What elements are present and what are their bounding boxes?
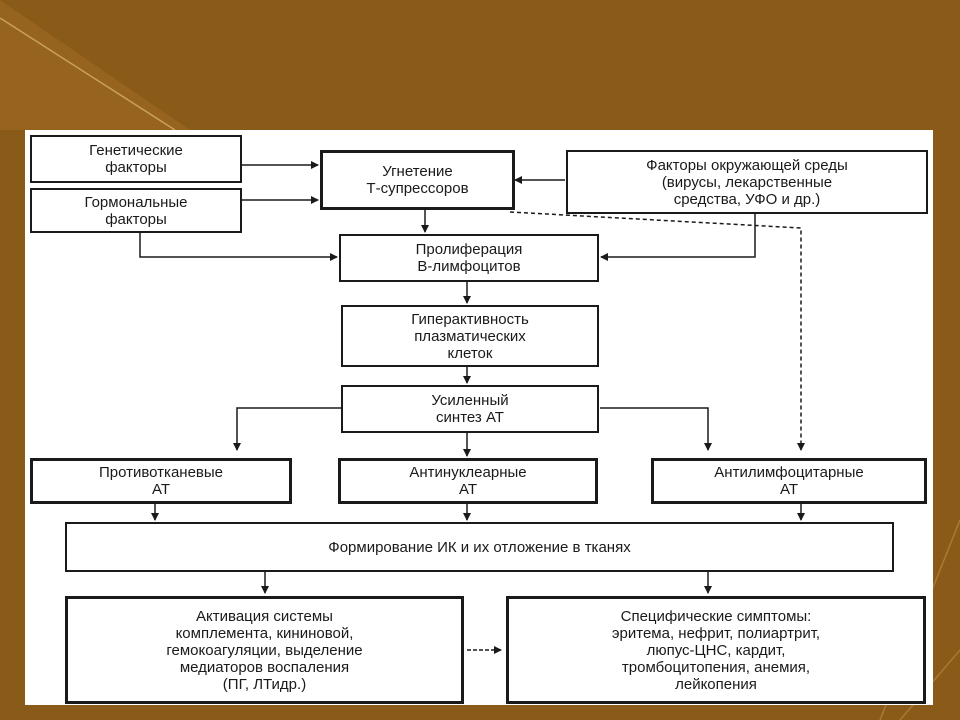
- antitissue-antibodies-box: Противотканевые АТ: [30, 458, 292, 504]
- genetic-factors-box: Генетические факторы: [30, 135, 242, 183]
- antilymphocytic-antibodies-box: Антилимфоцитарные АТ: [651, 458, 927, 504]
- antinuclear-antibodies-box: Антинуклеарные АТ: [338, 458, 598, 504]
- antibody-synthesis-box: Усиленный синтез АТ: [341, 385, 599, 433]
- specific-symptoms-box: Специфические симптомы: эритема, нефрит,…: [506, 596, 926, 704]
- diagram-panel: Генетические факторы Гормональные фактор…: [25, 130, 933, 705]
- b-lymphocyte-proliferation-box: Пролиферация В-лимфоцитов: [339, 234, 599, 282]
- hormonal-factors-box: Гормональные факторы: [30, 188, 242, 233]
- environmental-factors-box: Факторы окружающей среды (вирусы, лекарс…: [566, 150, 928, 214]
- immune-complex-formation-box: Формирование ИК и их отложение в тканях: [65, 522, 894, 572]
- system-activation-box: Активация системы комплемента, кининовой…: [65, 596, 464, 704]
- plasma-cell-hyperactivity-box: Гиперактивность плазматических клеток: [341, 305, 599, 367]
- t-suppressor-inhibition-box: Угнетение Т-супрессоров: [320, 150, 515, 210]
